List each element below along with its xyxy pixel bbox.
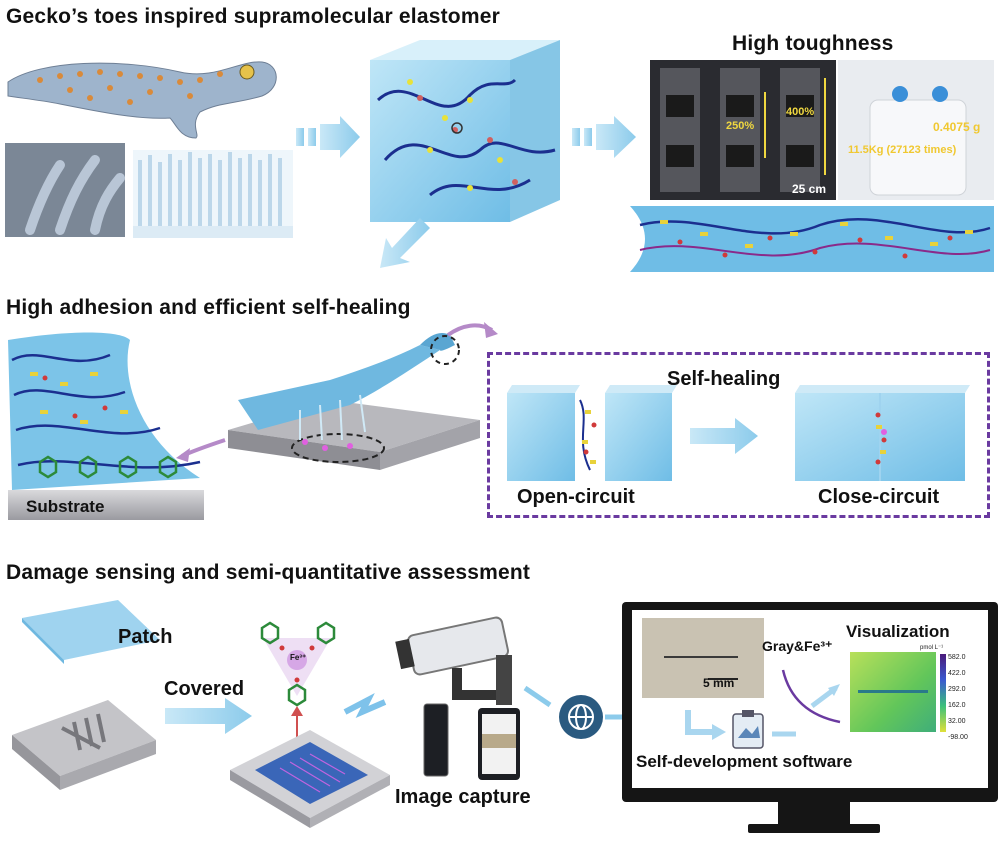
- supramolecular-cube: [370, 40, 560, 222]
- weight-lifting-photo: [838, 60, 994, 200]
- colorbar-unit: pmol L⁻¹: [920, 645, 944, 651]
- arrow-to-network: [523, 685, 552, 708]
- top-section-title: Gecko’s toes inspired supramolecular ela…: [6, 5, 500, 28]
- adhesion-section-title: High adhesion and efficient self-healing: [6, 296, 411, 319]
- colorbar-tick: 32.00: [948, 718, 966, 725]
- colorbar-tick: 422.0: [948, 670, 966, 677]
- setae-pillars-image: [133, 150, 293, 238]
- strain-label-400: 400%: [786, 106, 815, 118]
- wireless-signal-icon: [343, 693, 387, 719]
- peeling-film-on-substrate: [228, 333, 480, 470]
- monitor-stand: [778, 802, 850, 826]
- crack-line: [664, 656, 738, 658]
- covered-sample: [230, 730, 390, 828]
- toughness-title: High toughness: [732, 32, 894, 55]
- image-capture-label: Image capture: [395, 786, 531, 808]
- colorbar-tick: 292.0: [948, 686, 966, 693]
- strain-label-250: 250%: [726, 120, 755, 132]
- software-label: Self-development software: [636, 752, 853, 771]
- covered-arrow: [165, 698, 252, 734]
- colorbar-tick: -98.00: [948, 734, 968, 741]
- fe-ion-label: Fe³⁺: [290, 653, 307, 662]
- colorbar: [940, 654, 946, 732]
- close-circuit-block: [795, 385, 970, 481]
- colorbar-tick: 162.0: [948, 702, 966, 709]
- adhesion-wedge: [8, 332, 204, 520]
- tensile-scale-label: 25 cm: [792, 182, 827, 196]
- close-circuit-label: Close-circuit: [818, 486, 940, 508]
- patch-label: Patch: [118, 626, 173, 648]
- smartphone-screen-icon: [478, 708, 520, 780]
- covered-label: Covered: [164, 678, 245, 700]
- arrow-down-left: [380, 218, 430, 268]
- gray-fe-label: Gray&Fe³⁺: [762, 638, 833, 654]
- gecko-foot-photo: [5, 143, 125, 237]
- scale-bar: [708, 678, 738, 680]
- tensile-test-photo: [650, 60, 836, 200]
- monitor-base: [748, 824, 880, 833]
- substrate-label: Substrate: [26, 497, 105, 516]
- sample-weight-label: 0.4075 g: [933, 120, 981, 134]
- healing-arrow: [690, 418, 758, 454]
- captured-image-thumbnail: [642, 618, 764, 698]
- image-scale-label: 5 mm: [703, 676, 735, 690]
- self-healing-dashed-box: [487, 352, 990, 518]
- colorbar-ticks: 582.0 422.0 292.0 162.0 32.00 -98.00: [948, 650, 968, 746]
- globe-network-icon: [559, 695, 603, 739]
- gecko-illustration: [7, 61, 277, 139]
- stretched-network-strip: [630, 206, 994, 272]
- concentration-heatmap: [850, 652, 936, 732]
- load-capacity-label: 11.5Kg (27123 times): [848, 144, 957, 156]
- arrow-to-toughness: [572, 116, 636, 158]
- sensing-section-title: Damage sensing and semi-quantitative ass…: [6, 561, 531, 584]
- visualization-label: Visualization: [846, 622, 950, 641]
- damaged-substrate: [12, 700, 156, 790]
- smartphone-dark-icon: [423, 703, 449, 777]
- open-circuit-blocks: [507, 385, 677, 481]
- open-circuit-label: Open-circuit: [517, 486, 635, 508]
- self-healing-label: Self-healing: [667, 368, 781, 390]
- surveillance-camera-icon: [395, 616, 512, 705]
- fe-complex-molecule: [260, 621, 336, 738]
- patch-film: [22, 600, 160, 664]
- arrow-to-cube: [296, 116, 360, 158]
- colorbar-tick: 582.0: [948, 654, 966, 661]
- heatmap-crack: [858, 690, 928, 693]
